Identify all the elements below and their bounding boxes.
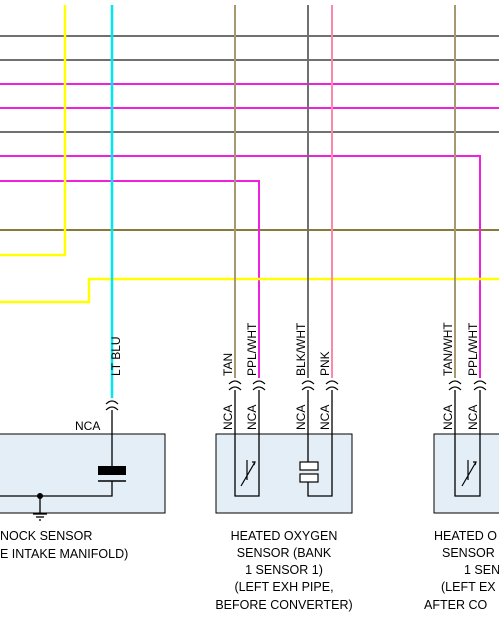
nca-o2-2-b: NCA [466,405,480,430]
connector-ppl-wht-1 [252,380,266,391]
o2-sensor-2-caption-line5: AFTER CO [424,598,487,612]
o2-sensor-2-caption: HEATED O SENSOR 1 SENS (LEFT EX AFTER CO [424,529,499,612]
o2-sensor-1-caption-line2: SENSOR (BANK [237,546,332,560]
o2-sensor-1-heater [234,434,260,497]
o2-sensor-1-caption-line4: (LEFT EXH PIPE, [234,580,333,594]
o2-sensor-2-heater [454,434,481,497]
o2-sensor-2-caption-line2: SENSOR [442,546,495,560]
o2-sensor-2-caption-line3: 1 SENS [464,563,499,577]
wire-ppl-wht-1 [0,180,260,378]
label-ppl-wht-2: PPL/WHT [466,322,480,376]
nca-knock: NCA [75,419,100,433]
knock-sensor-element [0,434,126,512]
connector-tan [228,380,242,391]
bus-wires [0,35,499,231]
nca-o2-1-a: NCA [221,405,235,430]
wire-yellow-1 [0,5,67,257]
nca-o2-2-a: NCA [441,405,455,430]
connector-symbols [105,380,487,411]
label-blk-wht: BLK/WHT [294,322,308,376]
o2-sensor-2-box [433,433,499,514]
o2-sensor-2-caption-line1: HEATED O [434,529,497,543]
connector-ppl-wht-2 [473,380,487,391]
o2-sensor-1-box [215,433,353,514]
connector-blk-wht [301,380,315,391]
label-lt-blu: LT BLU [109,336,123,376]
o2-sensor-1-caption-line5: BEFORE CONVERTER) [215,598,352,612]
o2-sensor-2-caption-line4: (LEFT EX [441,580,496,594]
o2-sensor-1-caption-line1: HEATED OXYGEN [231,529,338,543]
wire-yellow-2 [0,277,499,304]
connector-pnk [325,380,339,391]
knock-sensor-caption-line1: NOCK SENSOR [0,529,92,543]
nca-o2-1-b: NCA [245,405,259,430]
nca-o2-1-d: NCA [318,405,332,430]
variable-resistor-icon-2 [461,460,477,487]
wire-ppl-wht-2 [0,155,481,378]
knock-sensor-box [0,433,166,514]
label-tan-wht: TAN/WHT [441,322,455,376]
label-pnk: PNK [318,351,332,376]
knock-sensor-caption: NOCK SENSOR E INTAKE MANIFOLD) [0,529,128,561]
nca-o2-1-c: NCA [294,405,308,430]
ground-icon [33,512,47,521]
label-tan: TAN [221,353,235,376]
connector-stubs [111,390,481,434]
o2-sensor-1-element [299,434,333,497]
connector-tan-wht [448,380,462,391]
variable-resistor-icon [240,460,256,487]
o2-sensor-1-caption: HEATED OXYGEN SENSOR (BANK 1 SENSOR 1) (… [215,529,352,612]
connector-lt-blu [105,400,119,411]
knock-sensor-caption-line2: E INTAKE MANIFOLD) [0,547,128,561]
o2-sensor-1-caption-line3: 1 SENSOR 1) [245,563,323,577]
label-ppl-wht-1: PPL/WHT [245,322,259,376]
